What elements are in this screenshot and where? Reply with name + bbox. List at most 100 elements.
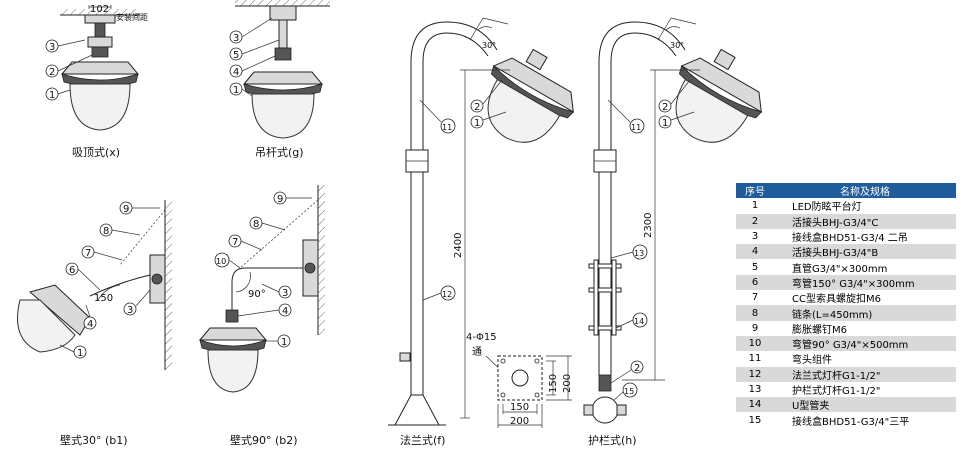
- row-part-name: 链条(L=450mm): [774, 305, 956, 321]
- angle-150: 150: [94, 293, 113, 304]
- svg-text:8: 8: [253, 219, 259, 230]
- row-part-name: U型管夹: [774, 397, 956, 413]
- callout-9: 9: [119, 201, 160, 215]
- row-number: 10: [736, 335, 774, 352]
- svg-text:10: 10: [216, 257, 226, 266]
- row-part-name: 活接头BHJ-G3/4"B: [774, 244, 956, 260]
- row-part-name: 接线盒BHD51-G3/4"三平: [774, 412, 956, 428]
- pendant-mount-figure: 3 5 4 1 吊杆式(g): [229, 0, 330, 159]
- row-part-name: LED防眩平台灯: [774, 198, 956, 214]
- callout-7: 7: [228, 234, 263, 251]
- row-number: 3: [736, 228, 774, 245]
- callout-14: 14: [615, 312, 648, 329]
- svg-text:3: 3: [127, 305, 133, 316]
- angle-30-h: 30°: [670, 41, 684, 50]
- callout-1: 1: [229, 82, 253, 97]
- base-200-h: 200: [510, 416, 529, 427]
- row-number: 2: [736, 213, 774, 229]
- callout-11: 11: [607, 99, 645, 134]
- callout-9: 9: [273, 191, 312, 205]
- svg-text:3: 3: [282, 288, 288, 299]
- table-header-no: 序号: [736, 183, 774, 199]
- svg-text:9: 9: [123, 204, 129, 215]
- svg-text:5: 5: [233, 50, 239, 61]
- row-number: 7: [736, 290, 774, 306]
- row-part-name: 膨胀螺钉M6: [774, 320, 956, 336]
- callout-1: 1: [266, 334, 291, 348]
- callout-8: 8: [99, 223, 141, 237]
- caption-wall-90: 壁式90° (b2): [230, 433, 298, 447]
- row-number: 9: [736, 320, 774, 336]
- base-plate-detail: 4-Φ15 通 150 200 150 200: [466, 332, 573, 428]
- row-part-name: 弯管150° G3/4"×300mm: [774, 274, 956, 291]
- svg-text:2: 2: [634, 363, 640, 374]
- callout-2: 2: [610, 360, 644, 384]
- row-part-name: CC型索具螺旋扣M6: [774, 290, 956, 306]
- svg-text:3: 3: [233, 33, 239, 44]
- callout-11: 11: [419, 99, 456, 134]
- svg-text:7: 7: [85, 248, 91, 259]
- height-2300: 2300: [643, 213, 654, 238]
- svg-text:11: 11: [442, 123, 452, 132]
- ceiling-mount-figure: 102 安装间距 3 2 1 吸顶式(x): [45, 4, 148, 159]
- wall-90-figure: 90° 9 8 7 10 3 4 1 壁式90° (b2): [198, 185, 325, 447]
- caption-guardrail: 护栏式(h): [588, 433, 637, 447]
- row-number: 1: [736, 198, 774, 214]
- row-number: 11: [736, 351, 774, 367]
- svg-text:12: 12: [442, 290, 452, 299]
- height-2400: 2400: [453, 233, 464, 258]
- callout-6: 6: [65, 262, 101, 291]
- callout-2: 2: [45, 54, 93, 78]
- svg-text:11: 11: [631, 123, 641, 132]
- svg-text:2: 2: [49, 67, 55, 78]
- table-header-name: 名称及规格: [774, 183, 956, 199]
- svg-text:4: 4: [233, 67, 239, 78]
- caption-wall-30: 壁式30° (b1): [60, 433, 128, 447]
- caption-pendant: 吊杆式(g): [255, 145, 304, 159]
- guardrail-pole-figure: 30° 2300 11 13 14 2 15 2 1 护栏式(h): [583, 17, 763, 447]
- svg-text:8: 8: [103, 226, 109, 237]
- row-number: 15: [736, 412, 774, 428]
- callout-1: 1: [45, 87, 71, 101]
- row-number: 5: [736, 259, 774, 275]
- svg-text:6: 6: [69, 265, 75, 276]
- callout-1: 1: [470, 111, 507, 129]
- svg-text:1: 1: [77, 348, 83, 359]
- callout-7: 7: [81, 245, 123, 261]
- holes-spec: 4-Φ15: [466, 332, 497, 343]
- callout-1: 1: [658, 111, 695, 129]
- row-number: 4: [736, 244, 774, 260]
- row-part-name: 接线盒BHD51-G3/4 二吊: [774, 228, 956, 245]
- row-number: 8: [736, 305, 774, 321]
- svg-text:1: 1: [233, 85, 239, 96]
- svg-text:13: 13: [634, 249, 644, 258]
- row-number: 6: [736, 274, 774, 291]
- callout-4: 4: [83, 304, 97, 330]
- row-part-name: 活接头BHJ-G3/4"C: [774, 213, 956, 229]
- row-number: 12: [736, 366, 774, 382]
- row-number: 13: [736, 381, 774, 398]
- svg-text:1: 1: [474, 118, 480, 129]
- svg-text:3: 3: [49, 42, 55, 53]
- flange-pole-figure: 30° 2400 11 12 2 1 法兰式(f): [388, 17, 575, 447]
- base-150-v: 150: [548, 374, 559, 393]
- caption-flange: 法兰式(f): [400, 433, 445, 447]
- install-spacing-label: 安装间距: [116, 12, 148, 22]
- wall-30-figure: 150 9 8 7 6 3 4 1 壁式30° (b1): [17, 200, 172, 447]
- angle-90: 90°: [248, 289, 266, 300]
- svg-text:7: 7: [232, 237, 238, 248]
- holes-through: 通: [472, 346, 482, 358]
- svg-text:1: 1: [662, 118, 668, 129]
